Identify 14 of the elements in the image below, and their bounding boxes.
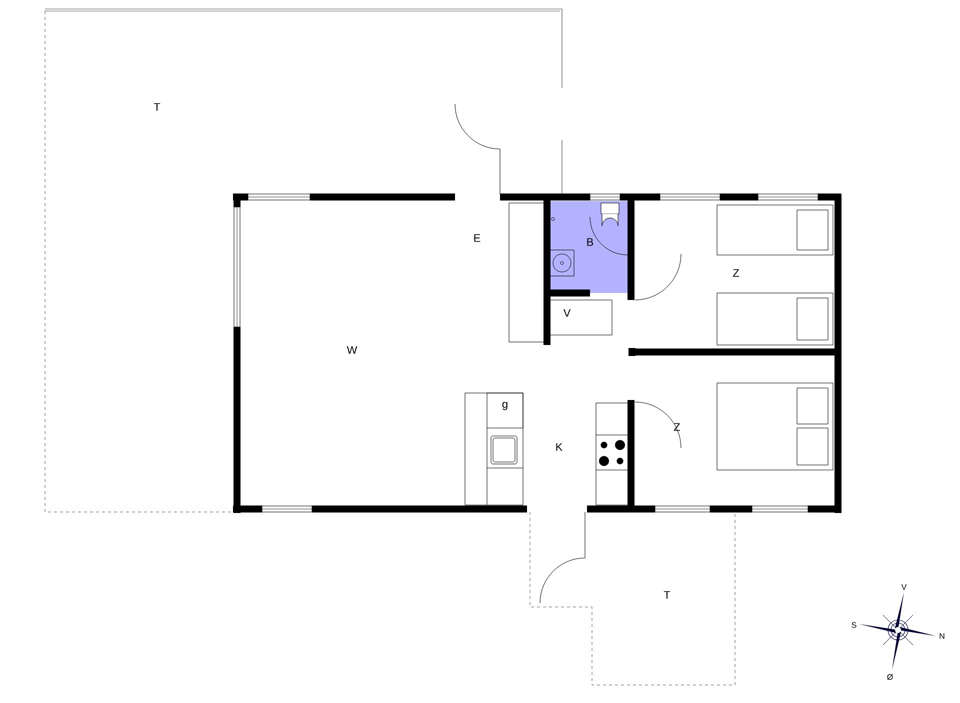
room-label: W — [346, 346, 358, 354]
compass-letter: V — [901, 584, 907, 590]
compass-letter: N — [940, 633, 944, 639]
room-label: V — [563, 309, 571, 317]
room-label: Z — [733, 269, 740, 277]
room-label: B — [587, 238, 594, 246]
room-label: K — [556, 443, 563, 451]
compass-letter: Ø — [887, 674, 893, 680]
room-label: g — [502, 402, 508, 410]
compass-letter: S — [852, 622, 856, 628]
room-label: Z — [674, 423, 680, 431]
room-label: E — [474, 234, 480, 242]
room-label: T — [664, 591, 670, 599]
room-label: T — [154, 103, 160, 111]
